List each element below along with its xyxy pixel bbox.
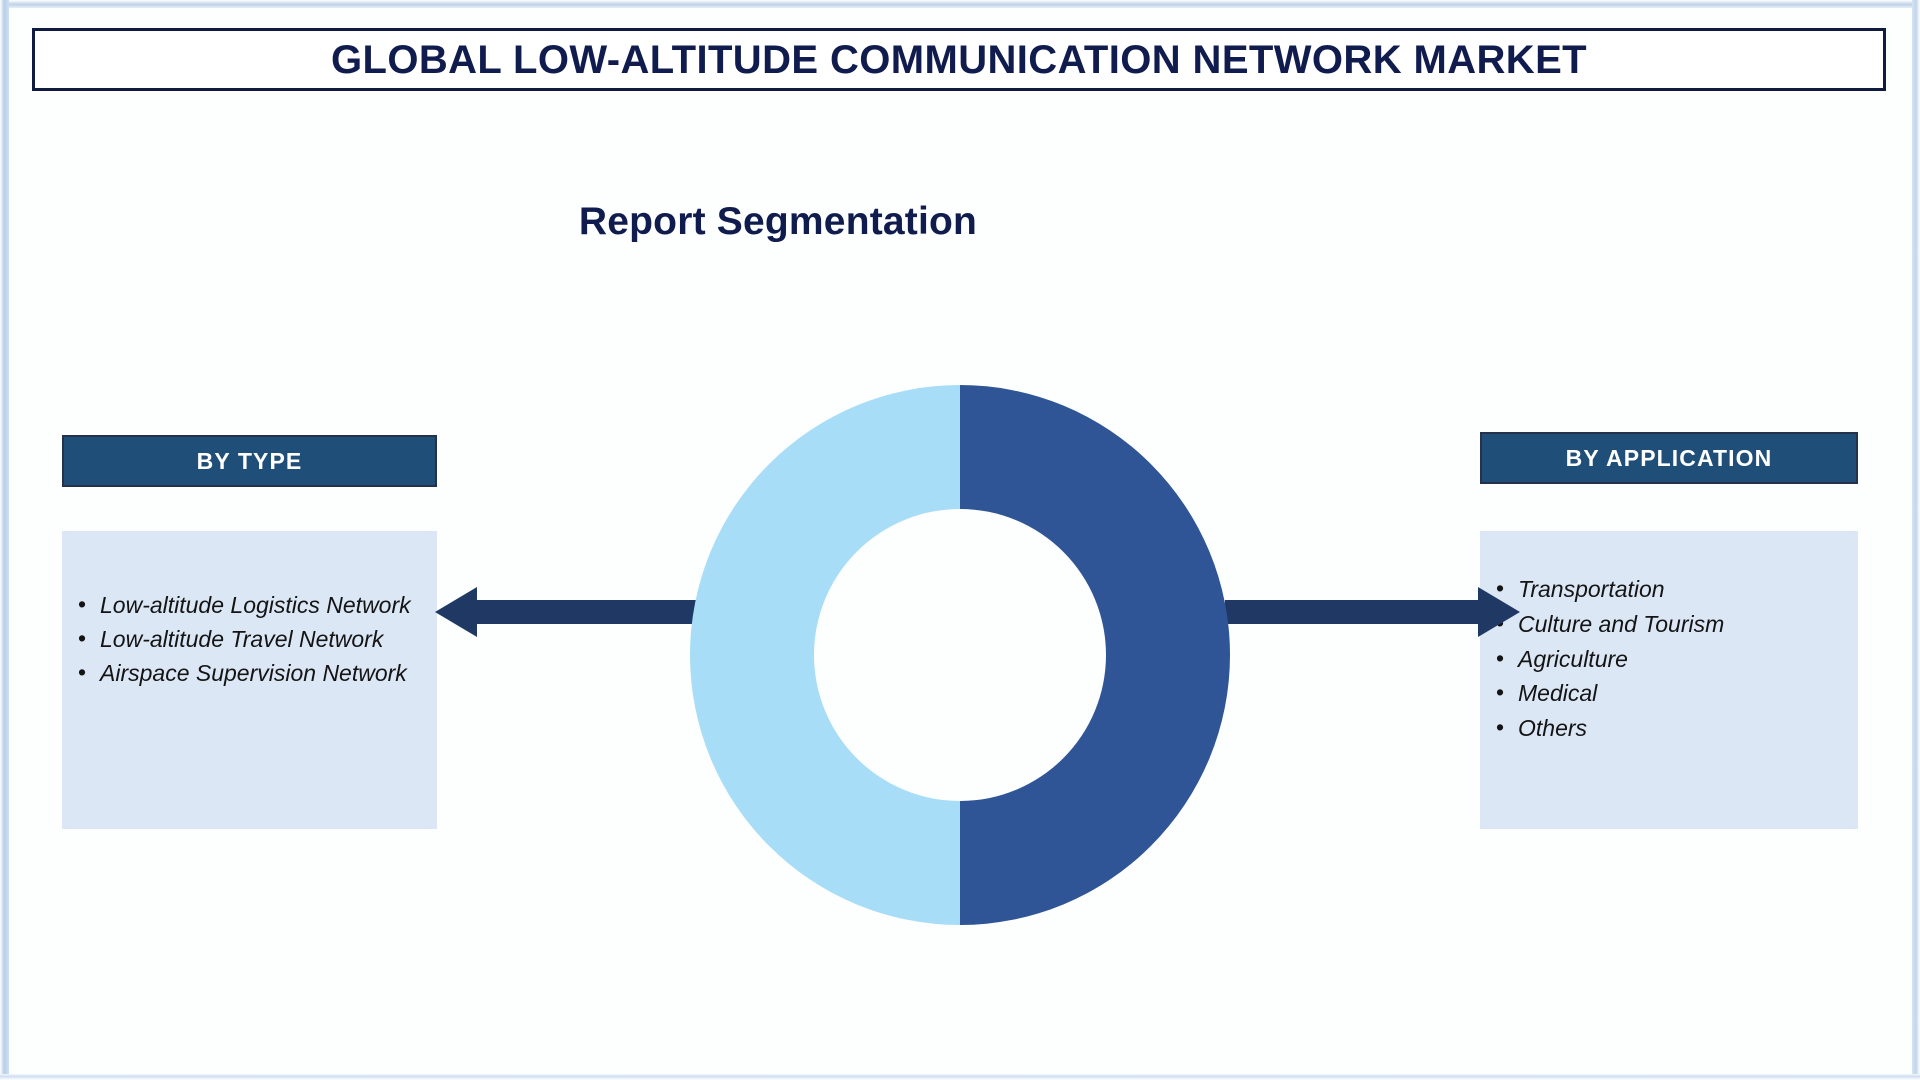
- category-header-by-application: BY APPLICATION: [1480, 432, 1858, 484]
- arrow-left-icon: [435, 587, 730, 637]
- list-item: Others: [1496, 715, 1842, 742]
- donut-chart: [688, 383, 1232, 927]
- title-banner: GLOBAL LOW-ALTITUDE COMMUNICATION NETWOR…: [32, 28, 1886, 91]
- list-panel-by-application: Transportation Culture and Tourism Agric…: [1480, 531, 1858, 829]
- list-item: Medical: [1496, 680, 1842, 707]
- list-item: Airspace Supervision Network: [78, 660, 421, 687]
- category-header-by-application-label: BY APPLICATION: [1565, 444, 1773, 471]
- list-item: Culture and Tourism: [1496, 611, 1842, 638]
- page-edge-right: [1912, 0, 1920, 1080]
- list-item: Agriculture: [1496, 646, 1842, 673]
- page-title: GLOBAL LOW-ALTITUDE COMMUNICATION NETWOR…: [330, 37, 1588, 82]
- arrow-right-icon: [1225, 587, 1520, 637]
- donut-chart-svg: [690, 385, 1230, 925]
- list-item: Low-altitude Logistics Network: [78, 592, 421, 619]
- section-heading: Report Segmentation: [578, 200, 978, 243]
- list-item: Transportation: [1496, 576, 1842, 603]
- by-type-list: Low-altitude Logistics Network Low-altit…: [62, 592, 437, 694]
- donut-slice-by-application: [960, 385, 1230, 925]
- category-header-by-type-label: BY TYPE: [196, 447, 303, 474]
- category-header-by-type: BY TYPE: [62, 435, 437, 487]
- donut-slice-by-type: [690, 385, 960, 925]
- list-item: Low-altitude Travel Network: [78, 626, 421, 653]
- page-edge-top: [0, 0, 1920, 8]
- by-application-list: Transportation Culture and Tourism Agric…: [1480, 576, 1858, 751]
- page-edge-left: [0, 0, 9, 1080]
- page-edge-bottom: [0, 1074, 1920, 1080]
- list-panel-by-type: Low-altitude Logistics Network Low-altit…: [62, 531, 437, 829]
